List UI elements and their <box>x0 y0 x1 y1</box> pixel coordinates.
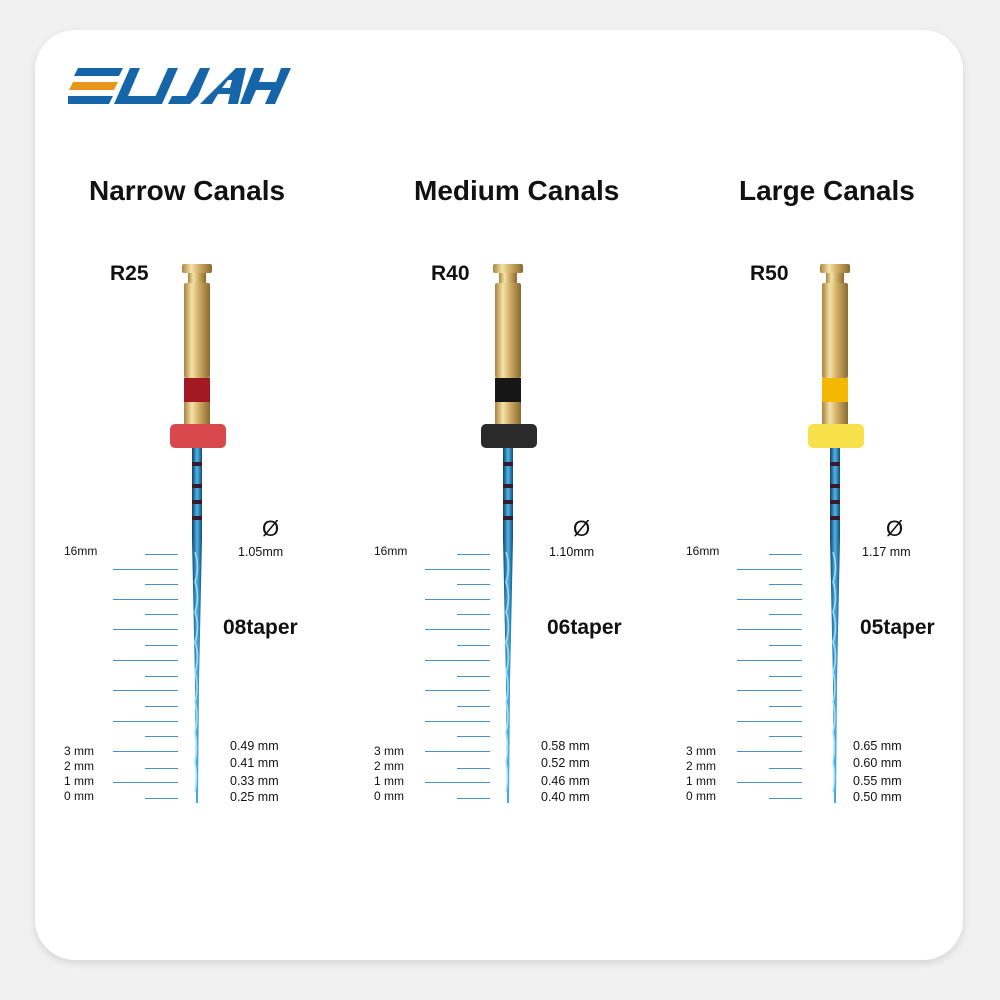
length-label: 2 mm <box>374 759 404 773</box>
ruler-tick-short <box>145 614 178 615</box>
ruler-tick-short <box>457 798 490 799</box>
ruler-tick-long <box>113 569 178 570</box>
ruler-tick-short <box>769 645 802 646</box>
ruler-tick-long <box>737 782 802 783</box>
ruler-tick-short <box>145 706 178 707</box>
elijah-logo <box>68 68 291 104</box>
endodontic-file-illustration <box>481 264 537 803</box>
product-card <box>35 30 963 960</box>
length-label: 2 mm <box>64 759 94 773</box>
ruler-tick-short <box>145 736 178 737</box>
endodontic-file-illustration <box>170 264 226 803</box>
ruler-tick-long <box>737 721 802 722</box>
ruler-tick-short <box>457 554 490 555</box>
diameter-icon: Ø <box>886 516 904 541</box>
column-heading: Large Canals <box>739 175 915 206</box>
ruler-tick-long <box>425 751 490 752</box>
size-label: R25 <box>110 262 149 285</box>
max-diameter-value: 1.05mm <box>238 545 284 559</box>
taper-label: 08taper <box>223 616 298 639</box>
ruler-tick-short <box>769 554 802 555</box>
ruler-tick-short <box>457 645 490 646</box>
tip-diameter-value: 0.58 mm <box>541 739 590 753</box>
ruler-tick-long <box>425 782 490 783</box>
ruler-tick-short <box>145 768 178 769</box>
length-label-top: 16mm <box>64 544 98 558</box>
ruler-tick-long <box>113 599 178 600</box>
diameter-icon: Ø <box>573 516 591 541</box>
ruler-tick-long <box>113 629 178 630</box>
tip-diameter-value: 0.60 mm <box>853 756 902 770</box>
length-label: 3 mm <box>686 744 716 758</box>
ruler-tick-short <box>457 614 490 615</box>
ruler-tick-short <box>457 584 490 585</box>
tip-diameter-value: 0.33 mm <box>230 774 279 788</box>
length-label: 2 mm <box>686 759 716 773</box>
taper-label: 05taper <box>860 616 935 639</box>
ruler-tick-short <box>769 798 802 799</box>
length-label: 3 mm <box>64 744 94 758</box>
ruler-tick-long <box>737 660 802 661</box>
column-heading: Narrow Canals <box>89 175 286 206</box>
ruler-tick-long <box>737 569 802 570</box>
tip-diameter-value: 0.55 mm <box>853 774 902 788</box>
tip-diameter-value: 0.65 mm <box>853 739 902 753</box>
ruler-tick-short <box>769 736 802 737</box>
ruler-tick-short <box>457 768 490 769</box>
tip-diameter-value: 0.41 mm <box>230 756 279 770</box>
size-label: R50 <box>750 262 789 285</box>
ruler-tick-long <box>425 721 490 722</box>
length-label: 1 mm <box>64 774 94 788</box>
tip-diameter-value: 0.50 mm <box>853 790 902 804</box>
ruler-tick-short <box>769 584 802 585</box>
endodontic-file-illustration <box>808 264 864 803</box>
ruler-tick-short <box>769 768 802 769</box>
ruler-tick-long <box>113 660 178 661</box>
ruler-tick-short <box>457 706 490 707</box>
length-label: 0 mm <box>374 789 404 803</box>
taper-label: 06taper <box>547 616 622 639</box>
ruler-tick-short <box>769 676 802 677</box>
tip-diameter-value: 0.49 mm <box>230 739 279 753</box>
ruler-tick-long <box>425 599 490 600</box>
ruler-tick-long <box>737 690 802 691</box>
ruler-tick-short <box>769 614 802 615</box>
length-label: 0 mm <box>64 789 94 803</box>
tip-diameter-value: 0.46 mm <box>541 774 590 788</box>
size-label: R40 <box>431 262 470 285</box>
ruler-tick-short <box>145 676 178 677</box>
ruler-tick-short <box>145 645 178 646</box>
ruler-tick-long <box>113 721 178 722</box>
column-heading: Medium Canals <box>414 175 620 206</box>
ruler-tick-short <box>145 798 178 799</box>
ruler-tick-short <box>145 584 178 585</box>
ruler-tick-long <box>113 782 178 783</box>
ruler-tick-long <box>737 629 802 630</box>
ruler-tick-long <box>425 690 490 691</box>
ruler-tick-long <box>113 751 178 752</box>
length-label-top: 16mm <box>686 544 720 558</box>
tip-diameter-value: 0.40 mm <box>541 790 590 804</box>
ruler-tick-long <box>425 629 490 630</box>
tip-diameter-value: 0.52 mm <box>541 756 590 770</box>
max-diameter-value: 1.17 mm <box>862 545 911 559</box>
ruler-tick-short <box>457 736 490 737</box>
ruler-tick-short <box>457 676 490 677</box>
ruler-tick-long <box>425 569 490 570</box>
diameter-icon: Ø <box>262 516 280 541</box>
length-label: 3 mm <box>374 744 404 758</box>
ruler-tick-short <box>769 706 802 707</box>
tip-diameter-value: 0.25 mm <box>230 790 279 804</box>
length-label: 1 mm <box>686 774 716 788</box>
ruler-tick-long <box>113 690 178 691</box>
length-label: 1 mm <box>374 774 404 788</box>
max-diameter-value: 1.10mm <box>549 545 595 559</box>
ruler-tick-long <box>737 599 802 600</box>
ruler-tick-long <box>425 660 490 661</box>
ruler-tick-short <box>145 554 178 555</box>
ruler-tick-long <box>737 751 802 752</box>
length-label: 0 mm <box>686 789 716 803</box>
length-label-top: 16mm <box>374 544 408 558</box>
